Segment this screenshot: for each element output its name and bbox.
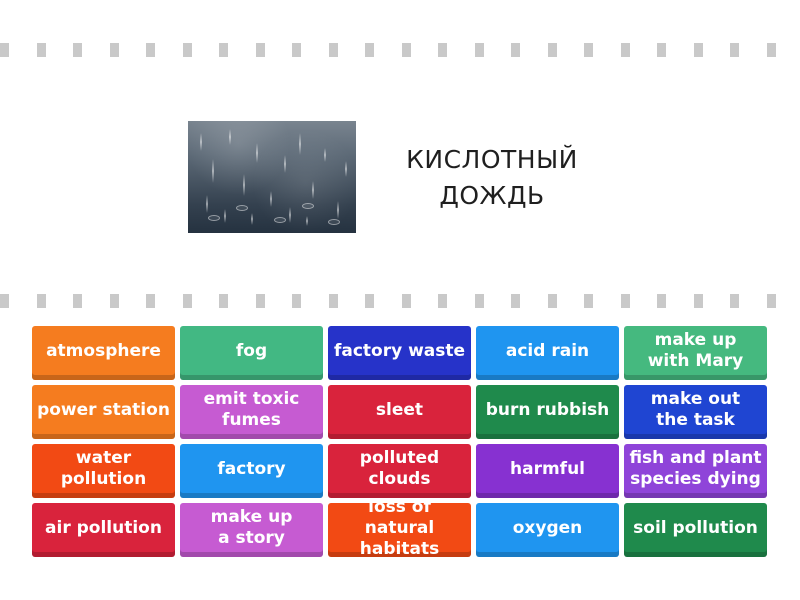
answer-label: fog	[235, 340, 268, 361]
answer-tile[interactable]: oxygen	[476, 503, 619, 557]
separator-dash	[657, 43, 666, 57]
answer-tile[interactable]: polluted clouds	[328, 444, 471, 498]
answer-label: emit toxic fumes	[203, 389, 300, 430]
separator-dash	[767, 43, 776, 57]
separator-dash	[292, 294, 301, 308]
separator-dash	[584, 43, 593, 57]
separator-dash	[548, 294, 557, 308]
prompt-title: КИСЛОТНЫЙ ДОЖДЬ	[392, 142, 592, 214]
answer-label: make up a story	[210, 507, 293, 548]
answer-label: sleet	[375, 399, 424, 420]
answer-tile[interactable]: harmful	[476, 444, 619, 498]
separator-dash	[548, 43, 557, 57]
prompt-title-line-2: ДОЖДЬ	[439, 181, 545, 210]
answer-tile[interactable]: fish and plant species dying	[624, 444, 767, 498]
answer-tile[interactable]: water pollution	[32, 444, 175, 498]
separator-dash	[110, 294, 119, 308]
answer-tile[interactable]: factory waste	[328, 326, 471, 380]
separator-dash	[694, 294, 703, 308]
separator-dash	[767, 294, 776, 308]
answer-tile[interactable]: soil pollution	[624, 503, 767, 557]
separator-dash	[292, 43, 301, 57]
answer-tile[interactable]: emit toxic fumes	[180, 385, 323, 439]
separator-dash	[146, 294, 155, 308]
separator-dash	[219, 294, 228, 308]
separator-dash	[730, 294, 739, 308]
answer-label: soil pollution	[633, 517, 758, 538]
separator-dash	[146, 43, 155, 57]
separator-dash	[37, 43, 46, 57]
answer-label: loss of natural habitats	[359, 496, 440, 559]
separator-dash	[73, 43, 82, 57]
answer-tile[interactable]: acid rain	[476, 326, 619, 380]
answer-grid: atmosphere fog factory waste acid rain make …	[32, 326, 768, 559]
answer-label: power station	[37, 399, 170, 420]
answer-tile[interactable]: make up a story	[180, 503, 323, 557]
separator-dash	[0, 294, 9, 308]
answer-label: polluted clouds	[359, 448, 440, 489]
separator-dash	[110, 43, 119, 57]
separator-dash	[621, 43, 630, 57]
separator-dash	[730, 43, 739, 57]
answer-tile[interactable]: factory	[180, 444, 323, 498]
answer-label: harmful	[510, 458, 585, 479]
answer-tile[interactable]: loss of natural habitats	[328, 497, 471, 559]
separator-dash	[329, 43, 338, 57]
answer-tile[interactable]: burn rubbish	[476, 385, 619, 439]
answer-label: acid rain	[505, 340, 590, 361]
answer-label: water pollution	[60, 448, 147, 489]
answer-tile[interactable]: atmosphere	[32, 326, 175, 380]
separator-dash	[0, 43, 9, 57]
separator-dash	[37, 294, 46, 308]
separator-dash	[183, 43, 192, 57]
separator-dash	[475, 294, 484, 308]
answer-label: atmosphere	[46, 340, 161, 361]
answer-tile[interactable]: sleet	[328, 385, 471, 439]
answer-label: make up with Mary	[647, 330, 744, 371]
separator-dash	[438, 43, 447, 57]
answer-label: make out the task	[650, 389, 741, 430]
separator-dash	[475, 43, 484, 57]
separator-dash	[402, 43, 411, 57]
answer-label: burn rubbish	[485, 399, 610, 420]
answer-tile[interactable]: make up with Mary	[624, 326, 767, 380]
separator-dash	[511, 294, 520, 308]
separator-dash	[219, 43, 228, 57]
answer-label: fish and plant species dying	[629, 448, 762, 489]
separator-dash	[657, 294, 666, 308]
separator-dash	[511, 43, 520, 57]
separator-dash	[621, 294, 630, 308]
middle-separator	[0, 294, 800, 308]
separator-dash	[256, 43, 265, 57]
separator-dash	[402, 294, 411, 308]
separator-dash	[365, 294, 374, 308]
separator-dash	[365, 43, 374, 57]
answer-label: air pollution	[45, 517, 162, 538]
separator-dash	[256, 294, 265, 308]
separator-dash	[183, 294, 192, 308]
answer-label: factory	[217, 458, 286, 479]
answer-label: oxygen	[512, 517, 583, 538]
separator-dash	[438, 294, 447, 308]
answer-tile[interactable]: power station	[32, 385, 175, 439]
answer-tile[interactable]: make out the task	[624, 385, 767, 439]
acid-rain-image	[188, 121, 356, 233]
separator-dash	[584, 294, 593, 308]
prompt-title-line-1: КИСЛОТНЫЙ	[406, 145, 578, 174]
answer-tile[interactable]: fog	[180, 326, 323, 380]
separator-dash	[694, 43, 703, 57]
answer-tile[interactable]: air pollution	[32, 503, 175, 557]
answer-label: factory waste	[333, 340, 466, 361]
top-separator	[0, 43, 800, 57]
separator-dash	[329, 294, 338, 308]
separator-dash	[73, 294, 82, 308]
